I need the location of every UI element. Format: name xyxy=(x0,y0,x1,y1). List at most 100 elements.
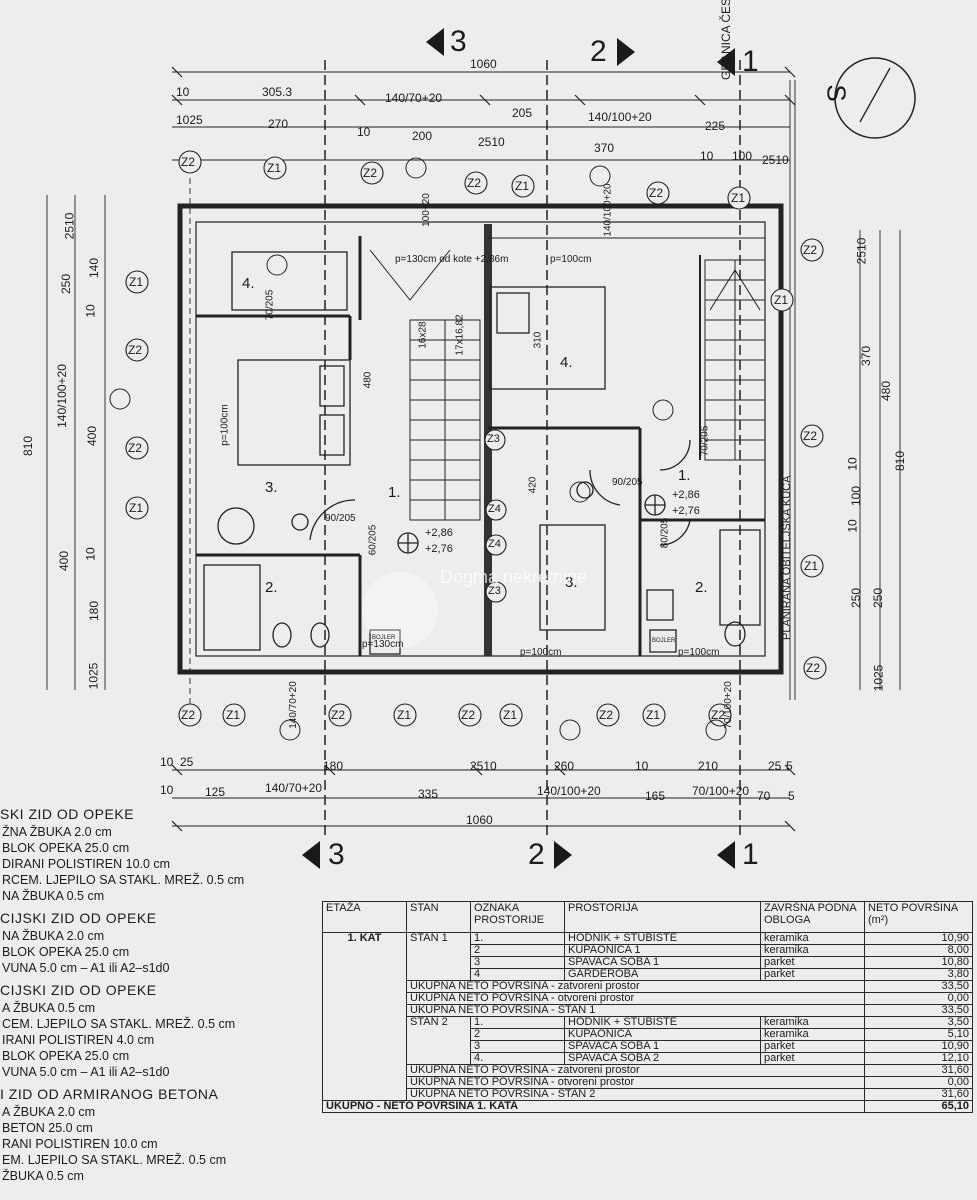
bed-icon xyxy=(237,359,351,466)
dim-label: 10 xyxy=(700,149,714,163)
axis-label: Z2 xyxy=(803,243,818,257)
dim-label: 140/100+20 xyxy=(588,110,652,124)
dim-label: 100 xyxy=(732,149,753,163)
legend-line: VUNA 5.0 cm – A1 ili A2–s1d0 xyxy=(2,960,170,975)
room-area: 3,80 xyxy=(864,968,973,981)
room-floor: keramika xyxy=(760,1016,865,1029)
legend-title: I ZID OD ARMIRANOG BETONA xyxy=(0,1085,219,1102)
axis-label: Z2 xyxy=(128,441,143,455)
axis-label: Z2 xyxy=(711,708,726,722)
toilet-icon xyxy=(724,621,746,647)
room-area: 3,50 xyxy=(864,1016,973,1029)
dim-label: 370 xyxy=(859,345,874,367)
axis-label: Z1 xyxy=(397,708,412,722)
room-number: 2. xyxy=(265,579,278,596)
dim-label: 400 xyxy=(57,550,72,572)
legend-line: BLOK OPEKA 25.0 cm xyxy=(2,1048,130,1063)
room-floor: keramika xyxy=(760,932,865,945)
room-area: 10,80 xyxy=(864,956,973,969)
dim-label: 480 xyxy=(362,371,374,389)
annotation: p=100cm xyxy=(219,404,231,446)
header-oznaka: OZNAKA PROSTORIJE xyxy=(470,901,565,933)
legend-line: A ŽBUKA 0.5 cm xyxy=(2,1000,96,1015)
sink-icon xyxy=(646,589,674,621)
axis-label: Z3 xyxy=(488,585,501,597)
axis-label: Z2 xyxy=(181,708,196,722)
dim-label: 70 xyxy=(757,789,771,803)
total-label: UKUPNA NETO POVRŠINA - otvoreni prostor xyxy=(406,1076,865,1089)
room-no: 4. xyxy=(470,1052,565,1065)
grand-total-row: UKUPNO - NETO POVRŠINA 1. KATA 65,10 xyxy=(322,1100,973,1113)
dim-label: 335 xyxy=(418,787,439,801)
table-total-row: UKUPNA NETO POVRŠINA - otvoreni prostor … xyxy=(323,1076,973,1089)
room-number: 4. xyxy=(242,275,255,292)
axis-label: Z2 xyxy=(467,176,482,190)
axis-label: Z1 xyxy=(129,501,144,515)
annotation: p=100cm xyxy=(550,254,592,265)
legend-line: DIRANI POLISTIREN 10.0 cm xyxy=(2,856,171,871)
dim-label: 180 xyxy=(323,759,344,773)
window-size: 100+20 xyxy=(420,193,432,227)
dim-label: 140 xyxy=(87,257,102,279)
legend-line: EM. LJEPILO SA STAKL. MREŽ. 0.5 cm xyxy=(2,1152,227,1167)
section-mark-1-bottom: 1 xyxy=(742,838,759,871)
room-name: KUPAONICA xyxy=(564,1028,761,1041)
axis-label: Z1 xyxy=(226,708,241,722)
dim-label: 2510 xyxy=(762,153,789,167)
room-area: 5,10 xyxy=(864,1028,973,1041)
room-no: 1. xyxy=(470,1016,565,1029)
room-area: 8,00 xyxy=(864,944,973,957)
dim-label: 400 xyxy=(85,425,100,447)
dim-label: 270 xyxy=(268,117,289,131)
dim-label: 5 xyxy=(788,789,795,803)
stair-spec: 17x16,82 xyxy=(454,314,466,356)
axis-label: Z2 xyxy=(461,708,476,722)
axis-label: Z1 xyxy=(731,191,746,205)
total-value: 31,60 xyxy=(864,1064,973,1077)
door-size: 80/205 xyxy=(659,517,671,549)
axis-label: Z2 xyxy=(599,708,614,722)
section-arrow-icon xyxy=(717,841,735,869)
dim-label: 250 xyxy=(871,587,886,609)
room-name: SPAVAĆA SOBA 1 xyxy=(564,956,761,969)
room-name: HODNIK + STUBIŠTE xyxy=(564,1016,761,1029)
room-floor: keramika xyxy=(760,944,865,957)
dim-label: 420 xyxy=(527,476,539,494)
room-number: 4. xyxy=(560,354,573,371)
dim-label: 200 xyxy=(412,129,433,143)
table-total-row: UKUPNA NETO POVRŠINA - zatvoreni prostor… xyxy=(323,1064,973,1077)
annotation: p=130cm od kote +2,86m xyxy=(395,254,509,265)
dim-label: 250 xyxy=(59,273,74,295)
room-area: 10,90 xyxy=(864,932,973,945)
door-size: 60/205 xyxy=(367,524,379,556)
header-etaza: ETAŽA xyxy=(322,901,407,933)
legend-line: NA ŽBUKA 2.0 cm xyxy=(2,928,105,943)
north-label: S xyxy=(821,84,852,102)
dim-label: 810 xyxy=(893,450,908,472)
toilet-icon xyxy=(272,622,292,648)
boiler-label: BOJLER xyxy=(652,638,676,644)
boundary-label: GRANICA ČESTICE xyxy=(719,0,733,80)
total-label: UKUPNA NETO POVRŠINA - otvoreni prostor xyxy=(406,992,865,1005)
etaza-cell: 1. KAT xyxy=(322,932,407,1101)
axis-label: Z4 xyxy=(488,538,501,550)
legend-line: RCEM. LJEPILO SA STAKL. MREŽ. 0.5 cm xyxy=(2,872,245,887)
level-mark: +2,76 xyxy=(425,543,453,555)
room-name: SPAVAĆA SOBA 1 xyxy=(564,1040,761,1053)
door-size: 70/205 xyxy=(264,289,276,321)
dim-label: 140/70+20 xyxy=(385,91,443,105)
total-value: 33,50 xyxy=(864,980,973,993)
dim-label: 250 xyxy=(849,587,864,609)
dim-label: 2510 xyxy=(62,212,77,240)
dim-label: 2510 xyxy=(470,759,497,773)
legend-line: VUNA 5.0 cm – A1 ili A2–s1d0 xyxy=(2,1064,170,1079)
section-mark-3-bottom: 3 xyxy=(328,838,345,871)
total-value: 33,50 xyxy=(864,1004,973,1017)
room-no: 2 xyxy=(470,1028,565,1041)
header-stan: STAN xyxy=(406,901,471,933)
dim-label: 370 xyxy=(594,141,615,155)
room-number: 1. xyxy=(388,484,401,501)
stan2-cell: STAN 2 xyxy=(406,1016,471,1065)
section-arrow-icon xyxy=(554,841,572,869)
room-no: 4 xyxy=(470,968,565,981)
